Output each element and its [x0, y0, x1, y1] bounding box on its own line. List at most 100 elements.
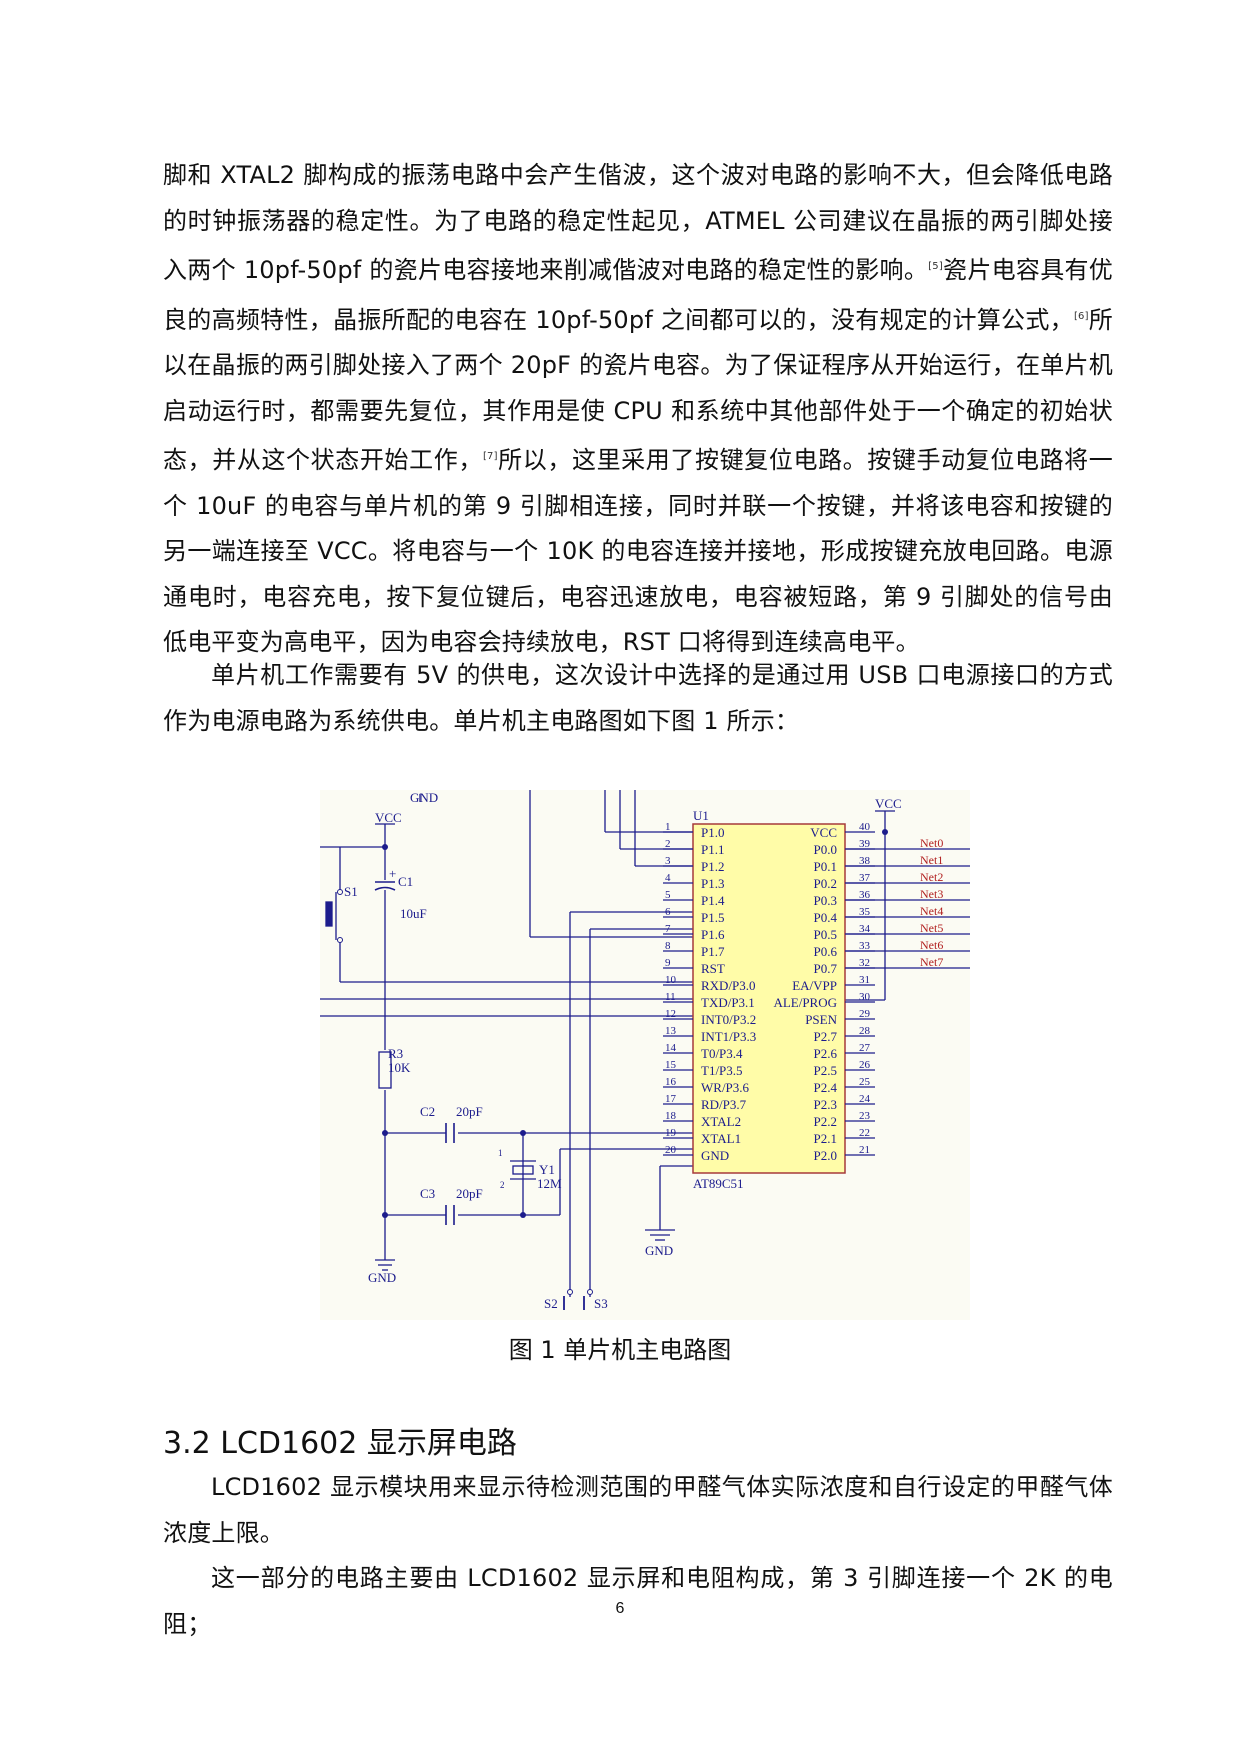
chip-pin-number: 9 — [665, 957, 671, 969]
net-label: Net0 — [920, 836, 943, 850]
citation-marker: [5] — [928, 261, 943, 272]
chip-pin-number: 24 — [859, 1093, 871, 1105]
chip-pin-number: 31 — [859, 974, 870, 986]
chip-pin-name: P2.3 — [814, 1097, 837, 1112]
net-label: Net5 — [920, 921, 943, 935]
chip-pin-number: 19 — [665, 1127, 677, 1139]
chip-pin-number: 3 — [665, 855, 671, 867]
gnd-label: GND — [368, 1270, 396, 1285]
chip-pin-number: 29 — [859, 1008, 871, 1020]
chip-pin-name: P0.3 — [814, 893, 837, 908]
chip-pin-number: 37 — [859, 872, 871, 884]
c1-label: C1 — [398, 874, 413, 889]
chip-pin-name: PSEN — [805, 1012, 837, 1027]
chip-pin-name: P2.6 — [814, 1046, 838, 1061]
chip-pin-number: 7 — [665, 923, 671, 935]
chip-pin-number: 4 — [665, 872, 671, 884]
y1-label: Y1 — [539, 1162, 555, 1177]
chip-pin-number: 2 — [665, 838, 671, 850]
chip-pin-number: 13 — [665, 1025, 677, 1037]
c3-label: C3 — [420, 1186, 435, 1201]
chip-pin-name: RD/P3.7 — [701, 1097, 747, 1112]
chip-pin-name: ALE/PROG — [773, 995, 837, 1010]
chip-pin-number: 28 — [859, 1025, 871, 1037]
chip-pin-name: VCC — [810, 825, 837, 840]
chip-pin-name: P2.5 — [814, 1063, 837, 1078]
net-label: Net7 — [920, 955, 943, 969]
chip-pin-name: RST — [701, 961, 725, 976]
chip-pin-number: 30 — [859, 991, 871, 1003]
chip-pin-number: 36 — [859, 889, 871, 901]
chip-pin-number: 16 — [665, 1076, 677, 1088]
chip-pin-number: 38 — [859, 855, 871, 867]
net-label: Net4 — [920, 904, 943, 918]
chip-pin-number: 26 — [859, 1059, 871, 1071]
chip-pin-number: 23 — [859, 1110, 871, 1122]
net-label: Net1 — [920, 853, 943, 867]
chip-pin-name: P0.0 — [814, 842, 837, 857]
body-paragraph-2: 单片机工作需要有 5V 的供电，这次设计中选择的是通过用 USB 口电源接口的方… — [163, 661, 1113, 735]
chip-model: AT89C51 — [693, 1176, 744, 1191]
chip-pin-name: RXD/P3.0 — [701, 978, 756, 993]
chip-pin-number: 32 — [859, 957, 870, 969]
chip-pin-name: P1.3 — [701, 876, 724, 891]
chip-pin-number: 11 — [665, 991, 676, 1003]
chip-pin-name: EA/VPP — [792, 978, 837, 993]
section-heading: 3.2 LCD1602 显示屏电路 — [163, 1426, 517, 1461]
chip-pin-name: P0.5 — [814, 927, 837, 942]
chip-pin-number: 33 — [859, 940, 871, 952]
paragraph-text: 所以，这里采用了按键复位电路。按键手动复位电路将一个 10uF 的电容与单片机的… — [163, 446, 1113, 656]
c1-plus: + — [389, 866, 396, 881]
chip-pin-number: 5 — [665, 889, 671, 901]
c3-value: 20pF — [456, 1186, 483, 1201]
net-label: Net2 — [920, 870, 943, 884]
body-paragraph-4: 这一部分的电路主要由 LCD1602 显示屏和电阻构成，第 3 引脚连接一个 2… — [163, 1564, 1113, 1638]
r3-label: R3 — [388, 1046, 403, 1061]
chip-pin-number: 22 — [859, 1127, 870, 1139]
chip-pin-name: XTAL1 — [701, 1131, 741, 1146]
y1-pin2: 2 — [500, 1180, 505, 1190]
page-number: 6 — [615, 1600, 625, 1617]
chip-pin-name: P1.1 — [701, 842, 724, 857]
c2-label: C2 — [420, 1104, 435, 1119]
chip-pin-name: P1.2 — [701, 859, 724, 874]
chip-pin-number: 8 — [665, 940, 671, 952]
chip-pin-number: 25 — [859, 1076, 871, 1088]
chip-pin-number: 27 — [859, 1042, 871, 1054]
paragraph-text: 所以在晶振的两引脚处接入了两个 20pF 的瓷片电容。为了保证程序从开始运行，在… — [163, 305, 1113, 475]
chip-pin-name: P2.2 — [814, 1114, 837, 1129]
chip-pin-name: T1/P3.5 — [701, 1063, 743, 1078]
chip-pin-name: P2.1 — [814, 1131, 837, 1146]
chip-pin-name: P2.4 — [814, 1080, 838, 1095]
chip-pin-name: P0.2 — [814, 876, 837, 891]
s1-label: S1 — [344, 884, 358, 899]
gnd-label: GND — [645, 1243, 673, 1258]
chip-pin-name: XTAL2 — [701, 1114, 741, 1129]
paragraph-text: 瓷片电容具有优良的高频特性，晶振所配的电容在 10pf-50pf 之间都可以的，… — [163, 256, 1113, 334]
chip-pin-number: 12 — [665, 1008, 676, 1020]
chip-pin-number: 15 — [665, 1059, 677, 1071]
chip-pin-name: P0.1 — [814, 859, 837, 874]
figure-caption: 图 1 单片机主电路图 — [508, 1336, 732, 1364]
chip-pin-name: P2.7 — [814, 1029, 838, 1044]
chip-pin-number: 1 — [665, 821, 671, 833]
chip-pin-name: P0.7 — [814, 961, 838, 976]
paragraph-text: 脚和 XTAL2 脚构成的振荡电路中会产生偕波，这个波对电路的影响不大，但会降低… — [163, 161, 1113, 284]
chip-pin-name: P1.5 — [701, 910, 724, 925]
chip-pin-number: 18 — [665, 1110, 677, 1122]
chip-pin-name: P1.0 — [701, 825, 724, 840]
chip-pin-number: 35 — [859, 906, 871, 918]
chip-pin-number: 17 — [665, 1093, 677, 1105]
chip-pin-name: INT1/P3.3 — [701, 1029, 756, 1044]
citation-marker: [7] — [482, 451, 498, 462]
chip-pin-name: P2.0 — [814, 1148, 837, 1163]
chip-pin-name: P1.4 — [701, 893, 725, 908]
chip-pin-number: 39 — [859, 838, 871, 850]
chip-pin-number: 6 — [665, 906, 671, 918]
chip-pin-name: INT0/P3.2 — [701, 1012, 756, 1027]
chip-pin-name: P0.4 — [814, 910, 838, 925]
